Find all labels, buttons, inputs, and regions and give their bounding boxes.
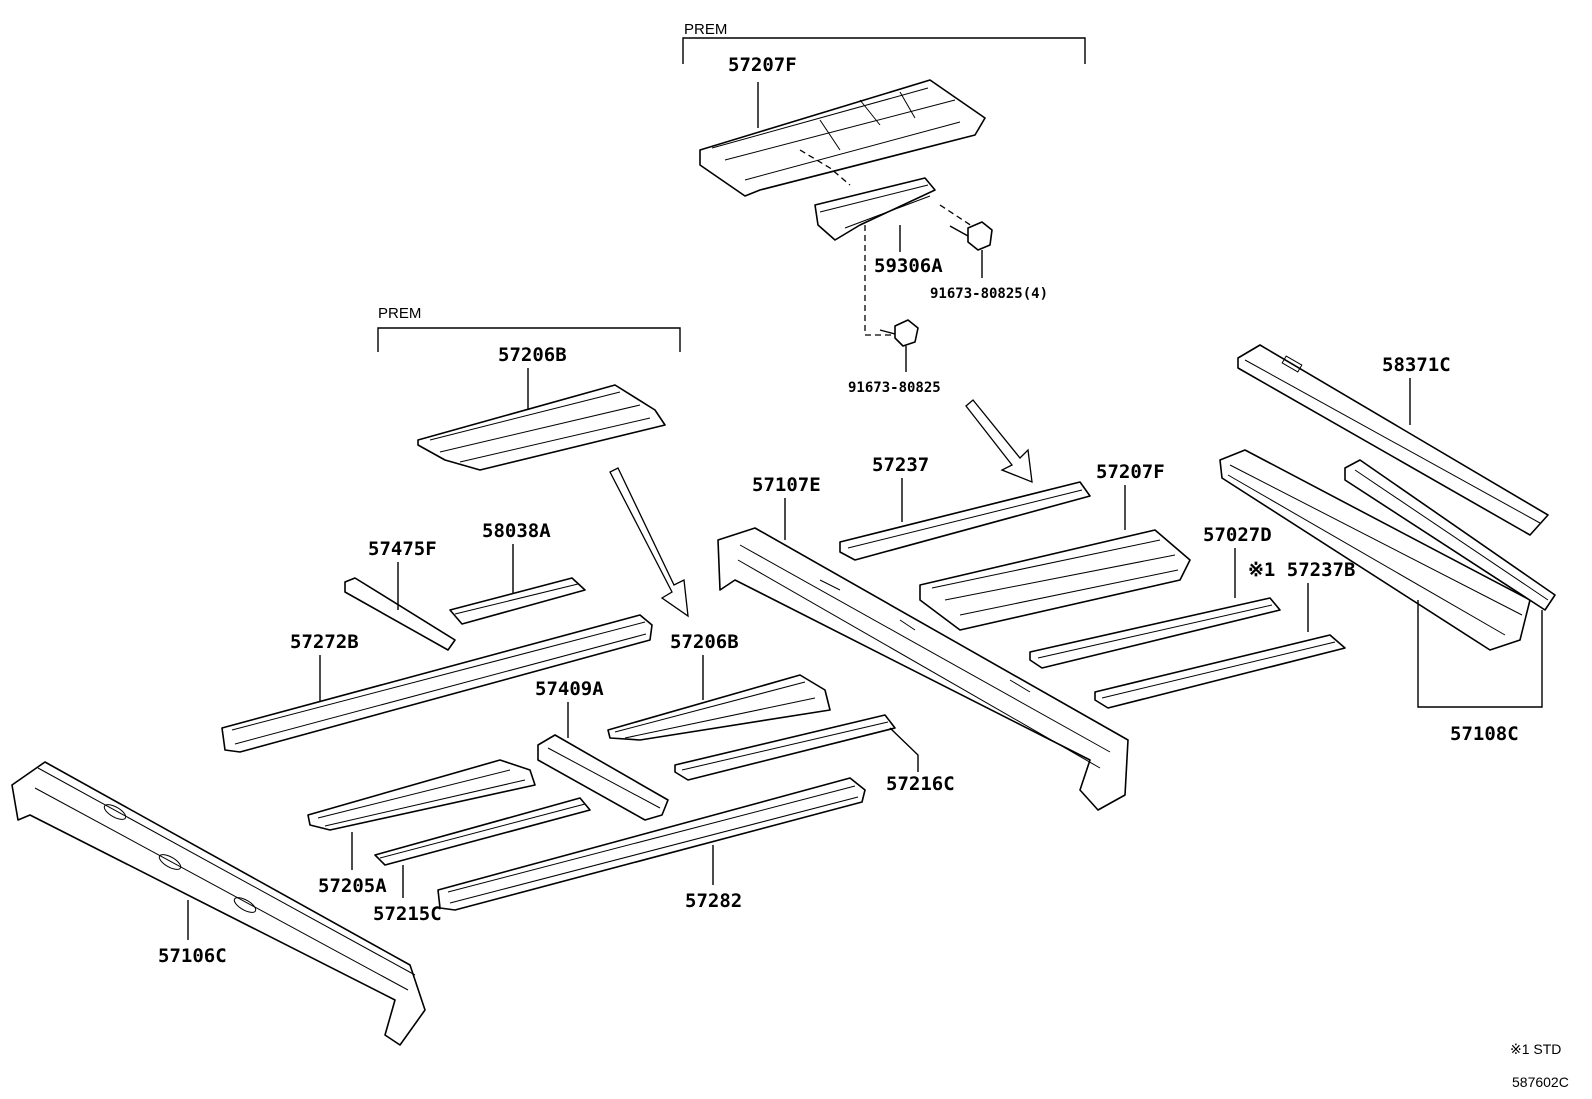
- label-57237b: ※1 57237B: [1248, 559, 1355, 581]
- label-57207f-mid: 57207F: [1096, 461, 1165, 483]
- label-91673-80825: 91673-80825: [848, 380, 941, 396]
- bolt-91673-80825-4[interactable]: 91673-80825(4): [930, 221, 1048, 302]
- label-57027d: 57027D: [1203, 524, 1272, 546]
- label-57475f: 57475F: [368, 538, 437, 560]
- arrow-center: [609, 467, 689, 618]
- part-57272b[interactable]: 57272B: [221, 614, 653, 753]
- part-58038a[interactable]: 58038A: [449, 520, 586, 625]
- label-57206b-top: 57206B: [498, 344, 567, 366]
- label-91673-80825-4: 91673-80825(4): [930, 286, 1048, 302]
- label-58038a: 58038A: [482, 520, 551, 542]
- part-57475f[interactable]: 57475F: [344, 538, 456, 651]
- label-57409a: 57409A: [535, 678, 604, 700]
- part-57207f-top[interactable]: 57207F: [699, 54, 986, 197]
- label-57205a: 57205A: [318, 875, 387, 897]
- label-57206b-mid: 57206B: [670, 631, 739, 653]
- part-57409a[interactable]: 57409A: [535, 678, 669, 821]
- label-57215c: 57215C: [373, 903, 442, 925]
- bolt-91673-80825[interactable]: 91673-80825: [848, 319, 941, 396]
- part-57237b[interactable]: ※1 57237B: [1094, 559, 1355, 709]
- part-57206b-mid[interactable]: 57206B: [607, 631, 831, 741]
- label-57272b: 57272B: [290, 631, 359, 653]
- part-57215c[interactable]: 57215C: [373, 797, 591, 925]
- part-57237[interactable]: 57237: [839, 454, 1091, 561]
- part-57207f-mid[interactable]: 57207F: [919, 461, 1191, 631]
- arrow-right-group: [965, 399, 1033, 484]
- part-57206b-top[interactable]: 57206B: [417, 344, 666, 471]
- part-57108c[interactable]: 57108C: [1219, 449, 1556, 745]
- part-57107e[interactable]: 57107E: [717, 474, 1129, 811]
- label-57237: 57237: [872, 454, 929, 476]
- prem-bracket-top: PREM: [682, 21, 1086, 64]
- part-59306a[interactable]: 59306A: [814, 177, 943, 277]
- part-58371c[interactable]: 58371C: [1237, 344, 1549, 536]
- part-57027d[interactable]: 57027D: [1029, 524, 1281, 669]
- label-57106c: 57106C: [158, 945, 227, 967]
- part-57106c[interactable]: 57106C: [11, 761, 426, 1046]
- label-57107e: 57107E: [752, 474, 821, 496]
- footnote-std: ※1 STD: [1510, 1041, 1561, 1057]
- diagram-code: 587602C: [1512, 1074, 1569, 1090]
- label-57207f-top: 57207F: [728, 54, 797, 76]
- label-59306a: 59306A: [874, 255, 943, 277]
- part-57216c[interactable]: 57216C: [674, 714, 955, 795]
- prem-bracket-left: PREM: [377, 305, 681, 352]
- label-58371c: 58371C: [1382, 354, 1451, 376]
- label-57282: 57282: [685, 890, 742, 912]
- part-57282[interactable]: 57282: [437, 777, 866, 912]
- label-57216c: 57216C: [886, 773, 955, 795]
- label-57108c: 57108C: [1450, 723, 1519, 745]
- part-57205a[interactable]: 57205A: [307, 759, 536, 897]
- prem-label-left: PREM: [378, 305, 421, 322]
- prem-label-top: PREM: [684, 21, 727, 38]
